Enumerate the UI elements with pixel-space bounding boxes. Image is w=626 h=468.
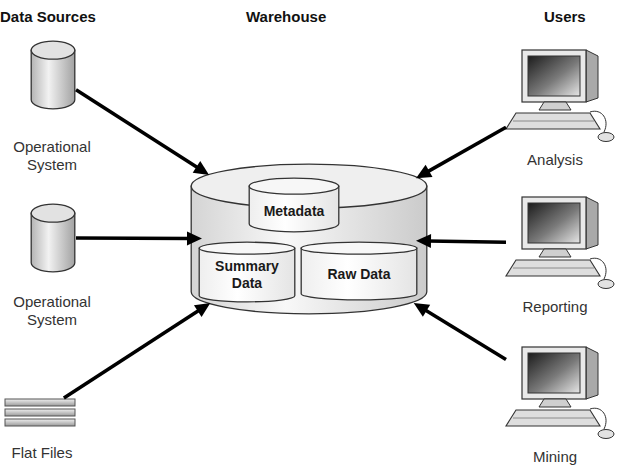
monitor-stand <box>539 249 571 257</box>
flat-files: Flat Files <box>0 398 84 466</box>
node-label: Analysis <box>527 151 583 169</box>
flow-arrow <box>416 234 506 248</box>
database-cylinder <box>30 203 76 273</box>
arrow-head <box>416 234 431 248</box>
mouse-cord <box>590 408 606 429</box>
keyboard <box>506 260 600 276</box>
node-label: Operational System <box>2 293 102 329</box>
arrow-shaft <box>64 310 200 398</box>
column-heading: Data Sources <box>0 8 96 25</box>
computer-icon <box>506 46 616 146</box>
mouse <box>598 133 614 142</box>
cylinder-top <box>249 178 339 194</box>
node-text-box: Operational System <box>2 291 102 331</box>
user-station: Analysis <box>500 46 618 170</box>
arrow-head <box>194 303 210 317</box>
monitor-screen <box>528 56 580 96</box>
computer-icon <box>506 193 616 293</box>
node-label: Reporting <box>522 298 587 316</box>
keyboard <box>506 113 600 129</box>
file-bar <box>5 409 75 416</box>
file-bar <box>5 399 75 406</box>
node-label: Raw Data <box>327 266 390 283</box>
mouse-cord <box>590 258 606 279</box>
keyboard-row <box>513 418 594 419</box>
arrow-shaft <box>76 90 199 169</box>
monitor-frame <box>522 50 586 102</box>
database-cylinder <box>30 40 76 110</box>
raw-store: Raw Data <box>300 241 418 301</box>
flow-arrow <box>76 232 202 246</box>
monitor-screen <box>528 353 580 393</box>
source-system: Operational System <box>2 203 102 343</box>
mouse <box>598 430 614 439</box>
column-heading: Warehouse <box>246 8 326 25</box>
arrow-head <box>416 165 433 178</box>
user-station: Reporting <box>500 193 618 317</box>
metadata-store: Metadata <box>248 177 340 233</box>
cylinder-top <box>199 242 295 254</box>
node-label: Flat Files <box>12 444 73 462</box>
arrow-head <box>193 161 209 175</box>
arrow-head <box>187 232 202 246</box>
source-system: Operational System <box>2 40 102 180</box>
monitor-frame <box>522 197 586 249</box>
computer-icon <box>506 343 616 443</box>
monitor-stand <box>539 102 571 110</box>
keyboard-row <box>513 121 594 122</box>
cylinder-body <box>301 248 417 300</box>
monitor-side <box>586 197 598 249</box>
cylinder-top <box>31 204 75 222</box>
arrow-shaft <box>428 241 506 242</box>
warehouse-cylinder: MetadataSummary Data Raw Data <box>190 163 428 315</box>
summary-store: Summary Data <box>198 241 296 303</box>
column-heading: Users <box>544 8 586 25</box>
file-bar <box>5 419 75 426</box>
arrow-shaft <box>76 236 190 240</box>
cylinder-body <box>199 248 295 302</box>
node-label: Operational System <box>2 138 102 174</box>
node-text-box: Mining <box>500 447 610 467</box>
node-label: Summary Data <box>207 258 287 292</box>
cylinder-body <box>191 186 427 314</box>
monitor-frame <box>522 347 586 399</box>
monitor-side <box>586 347 598 399</box>
arrow-shaft <box>426 127 506 172</box>
flat-file-icon <box>4 398 76 429</box>
flow-arrow <box>76 90 209 175</box>
user-station: Mining <box>500 343 618 467</box>
monitor-screen <box>528 203 580 243</box>
flow-arrow <box>64 303 210 398</box>
node-text-box: Flat Files <box>0 442 84 464</box>
keyboard-row <box>513 268 594 269</box>
node-text-box: Summary Data <box>207 249 287 301</box>
keyboard <box>506 410 600 426</box>
mouse <box>598 280 614 289</box>
arrow-shaft <box>424 309 506 359</box>
monitor-stand <box>539 399 571 407</box>
node-label: Metadata <box>264 203 325 220</box>
node-text-box: Metadata <box>248 191 340 231</box>
node-text-box: Raw Data <box>300 249 418 299</box>
cylinder-top <box>31 41 75 59</box>
arrow-head <box>414 303 430 317</box>
node-label: Mining <box>533 448 577 466</box>
node-text-box: Operational System <box>2 136 102 176</box>
node-text-box: Reporting <box>500 297 610 317</box>
monitor-side <box>586 50 598 102</box>
mouse-cord <box>590 111 606 132</box>
flow-arrow <box>416 127 506 178</box>
cylinder-top <box>301 242 417 254</box>
node-text-box: Analysis <box>500 150 610 170</box>
flow-arrow <box>414 303 506 359</box>
